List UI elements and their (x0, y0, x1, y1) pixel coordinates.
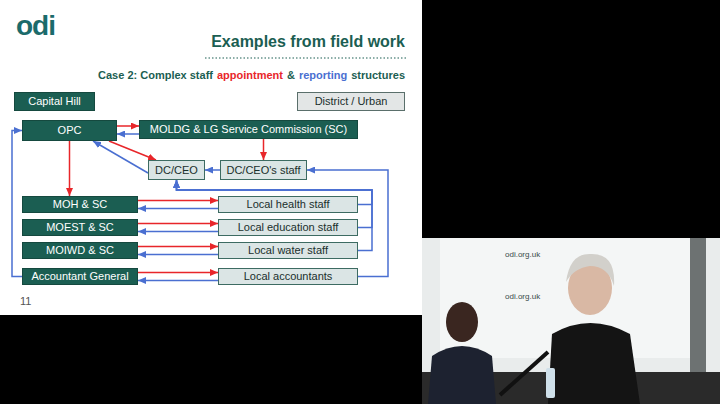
water-bottle (546, 368, 555, 398)
box-text: DC/CEO (155, 165, 198, 176)
local-box: Local accountants (218, 268, 358, 285)
appointment-arrow (263, 139, 265, 160)
reporting-arrow (117, 133, 139, 135)
microphone (500, 352, 548, 395)
ministry-box: MOIWD & SC (22, 242, 138, 259)
reporting-arrow (177, 180, 373, 251)
reporting-arrow (138, 231, 218, 233)
logo-text: odi (16, 10, 55, 42)
box-text: Capital Hill (28, 96, 81, 107)
reporting-arrow (138, 280, 218, 282)
subtitle-part: appointment (217, 69, 283, 81)
appointment-arrow (109, 141, 156, 160)
ministry-box: MOEST & SC (22, 219, 138, 236)
box-text: Local water staff (248, 245, 328, 256)
subtitle-part: Case 2: Complex staff (98, 69, 213, 81)
local-box: District / Urban (297, 92, 405, 111)
ministry-box: Accountant General (22, 268, 138, 285)
box-text: Accountant General (31, 271, 128, 282)
speaker-hair (566, 254, 614, 286)
person-head (446, 302, 478, 342)
box-text: Local education staff (238, 222, 339, 233)
appointment-arrow (138, 272, 218, 274)
box-text: DC/CEO's staff (226, 165, 300, 176)
box-text: MOEST & SC (46, 222, 114, 233)
dotted-rule (205, 57, 406, 58)
box-text: MOH & SC (53, 199, 107, 210)
speaker-body (548, 323, 640, 404)
box-text: District / Urban (315, 96, 388, 107)
ministry-box: OPC (22, 120, 117, 141)
appointment-arrow (138, 223, 218, 225)
ministry-box: MOH & SC (22, 196, 138, 213)
local-box: Local water staff (218, 242, 358, 259)
slide-title: Examples from field work (211, 33, 405, 51)
local-box: DC/CEO's staff (220, 160, 307, 180)
reporting-arrow (12, 131, 22, 277)
box-text: MOLDG & LG Service Commission (SC) (150, 124, 347, 135)
appointment-arrow (138, 246, 218, 248)
reporting-arrow (138, 254, 218, 256)
box-text: Local health staff (247, 199, 330, 210)
box-text: Local accountants (244, 271, 333, 282)
box-text: OPC (58, 125, 82, 136)
reporting-arrow (93, 141, 148, 173)
local-box: Local education staff (218, 219, 358, 236)
ministry-box: Capital Hill (14, 92, 95, 111)
page-number: 11 (20, 295, 31, 307)
backdrop-text: odi.org.uk (505, 292, 540, 301)
appointment-arrow (138, 200, 218, 202)
local-box: Local health staff (218, 196, 358, 213)
slide-ground (0, 0, 422, 315)
video-panel (422, 238, 720, 404)
appointment-arrow (69, 141, 71, 196)
video-ground (422, 238, 720, 404)
subtitle-part: & (287, 69, 295, 81)
subtitle-row: Case 2: Complex staff appointment&reporti… (98, 69, 405, 81)
local-box: DC/CEO (148, 160, 205, 180)
ministry-box: MOLDG & LG Service Commission (SC) (139, 120, 358, 139)
box-text: MOIWD & SC (46, 245, 114, 256)
reporting-arrow (138, 208, 218, 210)
person-body (428, 346, 496, 404)
backdrop-text: odi.org.uk (505, 250, 540, 259)
reporting-arrow (205, 169, 220, 171)
subtitle-part: reporting (299, 69, 347, 81)
subtitle-part: structures (351, 69, 405, 81)
appointment-arrow (117, 125, 139, 127)
